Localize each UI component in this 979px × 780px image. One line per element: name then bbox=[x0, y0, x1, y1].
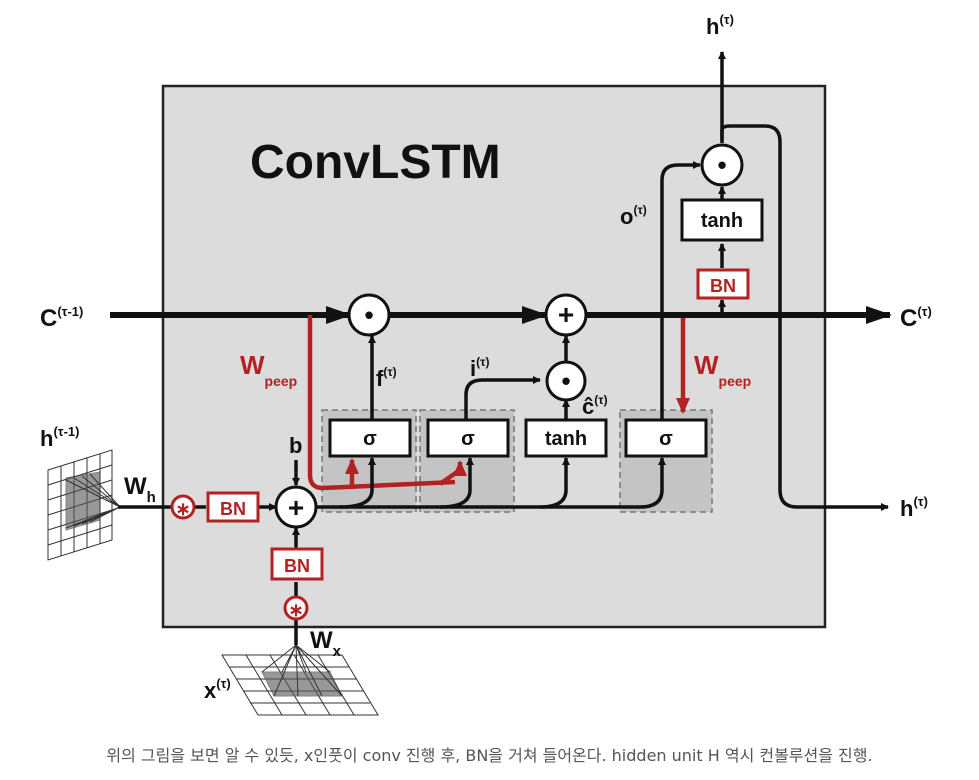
h-prev-grid bbox=[47, 449, 121, 561]
svg-text:+: + bbox=[288, 492, 304, 523]
op-circles bbox=[274, 143, 744, 529]
input-sigma-box bbox=[426, 418, 510, 458]
forget-sigma-box bbox=[328, 418, 412, 458]
svg-text:C(τ): C(τ) bbox=[900, 304, 932, 332]
svg-text:•: • bbox=[364, 300, 373, 330]
caption: 위의 그림을 보면 알 수 있듯, x인풋이 conv 진행 후, BN을 거쳐… bbox=[106, 746, 873, 765]
svg-text:tanh: tanh bbox=[545, 428, 587, 450]
input-mul-circle bbox=[545, 360, 587, 402]
gate-texts: σ σ tanh σ tanh BN BN BN bbox=[220, 210, 743, 576]
output-tanh-box bbox=[680, 198, 764, 242]
svg-text:•: • bbox=[561, 366, 570, 396]
cell-add-circle bbox=[544, 293, 588, 337]
svg-text:ĉ(τ): ĉ(τ) bbox=[582, 393, 608, 419]
svg-text:BN: BN bbox=[284, 556, 310, 576]
svg-text:∗: ∗ bbox=[175, 499, 190, 519]
svg-text:Wpeep: Wpeep bbox=[694, 350, 751, 389]
bias-label: b bbox=[289, 433, 302, 458]
convlstm-diagram: ConvLSTM • + • • + ∗ ∗ σ σ tanh σ tanh B… bbox=[40, 12, 932, 716]
output-sigma-box bbox=[624, 418, 708, 458]
svg-text:Wh: Wh bbox=[124, 473, 156, 506]
svg-text:tanh: tanh bbox=[701, 210, 743, 232]
conv-h-circle bbox=[170, 494, 196, 520]
svg-text:h(τ): h(τ) bbox=[706, 12, 734, 39]
svg-text:x(τ): x(τ) bbox=[204, 676, 231, 703]
svg-text:+: + bbox=[558, 299, 574, 330]
io-labels: C(τ-1) h(τ-1) x(τ) C(τ) h(τ) h(τ) bbox=[40, 12, 932, 703]
svg-text:∗: ∗ bbox=[288, 600, 303, 620]
svg-text:σ: σ bbox=[363, 428, 377, 450]
svg-text:Wpeep: Wpeep bbox=[240, 350, 297, 389]
forget-mul-circle bbox=[347, 293, 391, 337]
svg-text:BN: BN bbox=[220, 499, 246, 519]
svg-text:h(τ-1): h(τ-1) bbox=[40, 424, 79, 451]
svg-text:σ: σ bbox=[461, 428, 475, 450]
gate-name-labels: f(τ) i(τ) ĉ(τ) o(τ) bbox=[376, 203, 647, 419]
diagram-title: ConvLSTM bbox=[250, 136, 501, 189]
svg-text:i(τ): i(τ) bbox=[470, 355, 489, 381]
bn-x-box bbox=[270, 547, 324, 581]
gate-boxes bbox=[328, 198, 764, 458]
conv-x-circle bbox=[283, 595, 309, 621]
x-grid bbox=[221, 644, 379, 716]
svg-text:•: • bbox=[717, 150, 726, 180]
chat-tanh-box bbox=[524, 418, 608, 458]
op-symbols: • + • • + ∗ ∗ bbox=[175, 150, 726, 620]
output-mul-circle bbox=[700, 143, 744, 187]
svg-text:BN: BN bbox=[710, 276, 736, 296]
svg-text:C(τ-1): C(τ-1) bbox=[40, 304, 83, 332]
svg-text:σ: σ bbox=[659, 428, 673, 450]
svg-text:Wx: Wx bbox=[310, 627, 342, 660]
flow-lines bbox=[118, 51, 889, 645]
bn-c-box bbox=[696, 268, 750, 300]
svg-text:h(τ): h(τ) bbox=[900, 494, 928, 521]
peephole-paths bbox=[307, 315, 690, 491]
weight-labels: Wh Wx Wpeep Wpeep b bbox=[124, 350, 751, 660]
svg-text:o(τ): o(τ) bbox=[620, 203, 647, 229]
bn-h-box bbox=[206, 491, 260, 523]
svg-text:f(τ): f(τ) bbox=[376, 365, 397, 391]
sum-circle bbox=[274, 485, 318, 529]
